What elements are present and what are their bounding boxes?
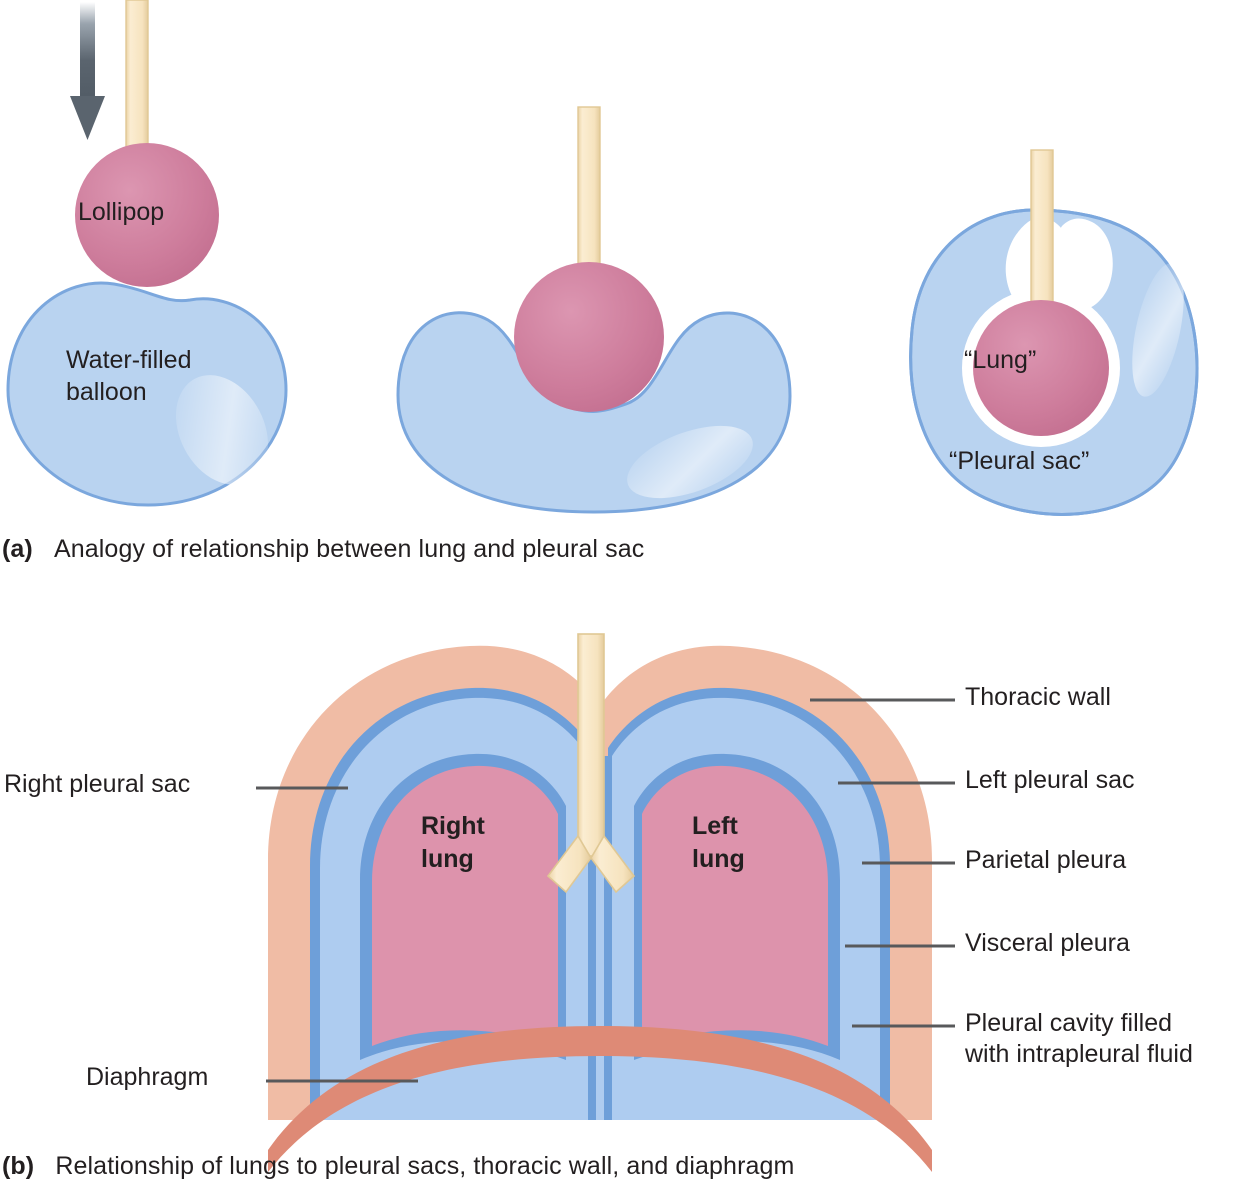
right-lung	[372, 765, 558, 1046]
panel-a-step-1	[6, 0, 288, 507]
left-lung-label-line2: lung	[692, 845, 745, 873]
diaphragm	[268, 1026, 932, 1172]
panel-a-step-2	[396, 106, 792, 514]
pleural-cavity-label-line1: Pleural cavity filled	[965, 1009, 1173, 1037]
caption-panel-b: (b) Relationship of lungs to pleural sac…	[2, 1152, 794, 1181]
balloon-label-line2: balloon	[66, 378, 147, 406]
lung-analog-head	[973, 300, 1109, 436]
balloon-highlight-2	[627, 425, 753, 499]
lollipop-head	[75, 143, 219, 287]
left-lung-label-line1: Left	[692, 812, 738, 840]
panel-b-artwork	[256, 633, 955, 1172]
visceral-pleura-label: Visceral pleura	[965, 929, 1130, 957]
diaphragm-label: Diaphragm	[86, 1063, 209, 1091]
right-lung-label-line1: Right	[421, 812, 485, 840]
thoracic-wall-label: Thoracic wall	[965, 683, 1111, 711]
parietal-pleura-label: Parietal pleura	[965, 846, 1127, 874]
lollipop-head-2	[514, 262, 664, 412]
lollipop-stick-2	[577, 106, 601, 283]
left-lung	[642, 765, 828, 1046]
sac-notch-right	[1050, 218, 1113, 311]
caption-b-tag: (b)	[2, 1152, 35, 1180]
right-pleural-sac-label: Right pleural sac	[4, 770, 191, 798]
mediastinal-line-left	[592, 756, 596, 1120]
pleural-cavity-label-line2: with intrapleural fluid	[965, 1040, 1193, 1068]
downward-push-arrow	[70, 2, 105, 140]
left-lung-label: Left lung	[692, 810, 792, 876]
caption-a-tag: (a)	[2, 535, 33, 563]
water-filled-balloon-label: Water-filled balloon	[66, 344, 276, 408]
right-bronchus	[546, 834, 592, 894]
sac-highlight	[1132, 263, 1184, 397]
leader-lines	[256, 698, 955, 1083]
trachea	[577, 633, 605, 857]
pleural-cavity-label: Pleural cavity filled with intrapleural …	[965, 1008, 1255, 1070]
lung-quote-label: “Lung”	[964, 346, 1037, 374]
left-pleural-sac-label: Left pleural sac	[965, 766, 1135, 794]
right-lung-label-line2: lung	[421, 845, 474, 873]
balloon-label-line1: Water-filled	[66, 346, 192, 374]
left-bronchus	[590, 834, 636, 894]
caption-b-text: Relationship of lungs to pleural sacs, t…	[55, 1152, 795, 1180]
panel-a-artwork	[6, 0, 1199, 516]
trachea-and-bronchi	[546, 633, 636, 894]
lollipop-label: Lollipop	[78, 198, 165, 226]
mediastinal-line-right	[604, 756, 608, 1120]
pleural-sac-quote-label: “Pleural sac”	[949, 447, 1090, 475]
caption-panel-a: (a) Analogy of relationship between lung…	[2, 535, 644, 564]
caption-a-text: Analogy of relationship between lung and…	[54, 535, 645, 563]
balloon-highlight	[175, 375, 269, 485]
panel-a-step-3	[909, 149, 1199, 516]
right-lung-label: Right lung	[421, 810, 531, 876]
